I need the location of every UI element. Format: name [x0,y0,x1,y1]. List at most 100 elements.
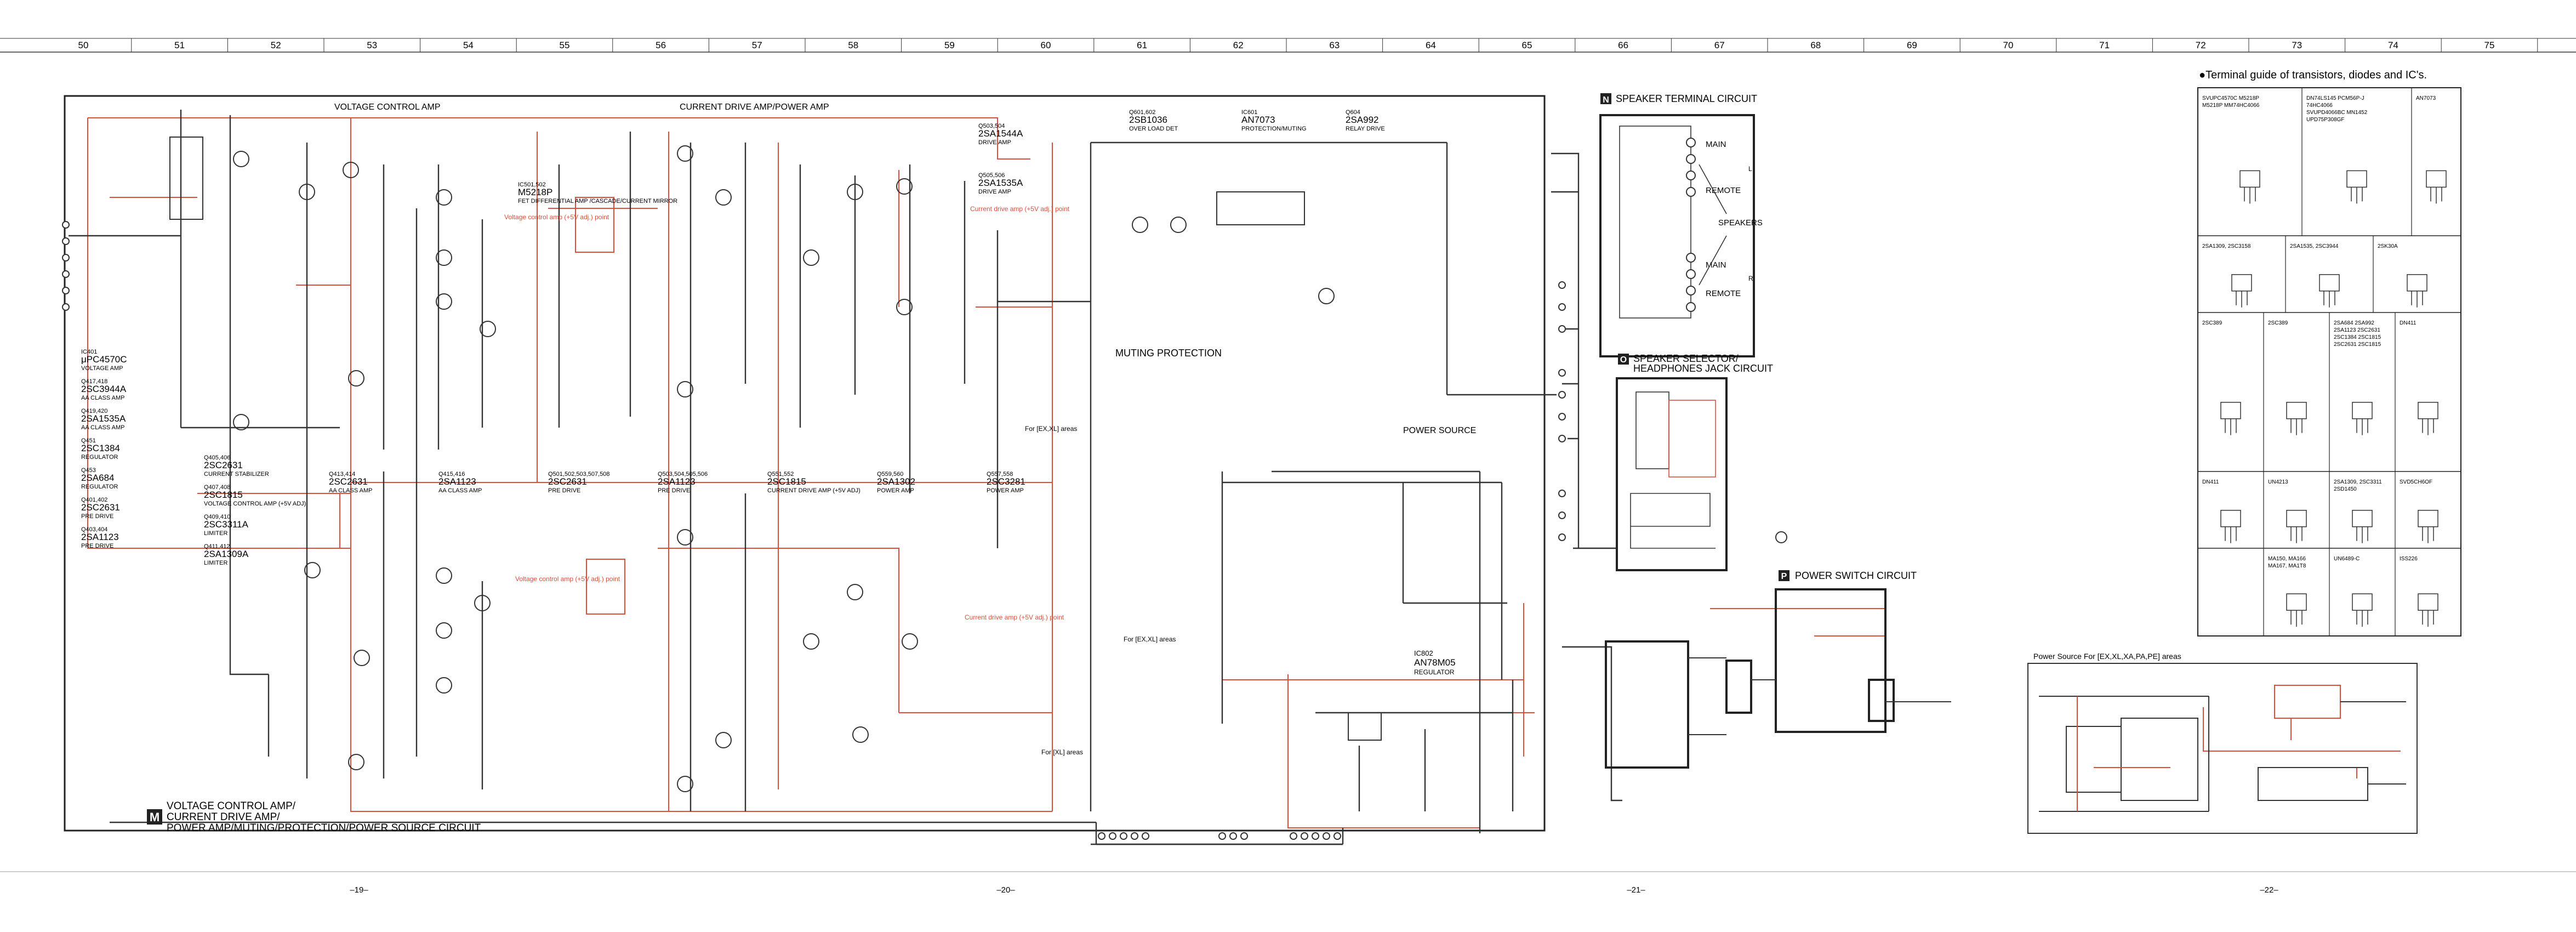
part-desc: DRIVE AMP [978,189,1011,195]
part-desc: REGULATOR [81,454,118,461]
terminal-guide-title: ●Terminal guide of transistors, diodes a… [2199,69,2427,81]
annotation-for-ex-xl-1: For [EX,XL] areas [1025,425,1077,433]
part-ref: Q415,416 [438,471,465,478]
terminal-guide-cell-text: UN4213 [2268,479,2288,485]
part-number: 2SA1535A [81,413,126,424]
page-number: –22– [2260,885,2278,895]
black-traces [69,110,1622,845]
regulator-part: AN78M05 [1414,657,1456,668]
part-number: 2SA1309A [204,549,249,559]
annotation-current-adj-1: Current drive amp (+5V adj.) point [970,205,1070,213]
part-desc: AA CLASS AMP [81,395,124,401]
page-numbers: –19––20––21––22– [0,871,2576,895]
terminal-guide-cell-text: M5218P MM74HC4066 [2202,103,2260,109]
power-switch-letter: P [1781,572,1787,581]
grid-number: 73 [2292,40,2302,50]
part-desc: CURRENT STABILIZER [204,471,269,478]
page-number: –20– [996,885,1015,895]
grid-number: 68 [1810,40,1821,50]
speaker-terminal-board [1599,114,1755,357]
part-number: 2SA1123 [81,532,119,542]
grid-number: 74 [2388,40,2398,50]
part-ref: Q559,560 [877,471,903,478]
part-desc: PRE DRIVE [658,487,690,494]
part-ref: Q411,412 [204,543,230,550]
part-number: AN7073 [1241,115,1275,125]
part-number: 2SC1384 [81,443,120,453]
block-voltage-control-amp: VOLTAGE CONTROL AMP [334,103,441,112]
part-ref: IC401 [81,349,97,355]
terminal-guide-cell-text: AN7073 [2416,95,2436,101]
page-number: –21– [1627,885,1645,895]
part-number: 2SA1302 [877,476,915,487]
terminal-guide-cell-text: ISS226 [2400,556,2418,562]
part-desc: POWER AMP [987,487,1024,494]
grid-number: 70 [2003,40,2014,50]
main-circuit-label: M VOLTAGE CONTROL AMP/ CURRENT DRIVE AMP… [147,800,481,834]
speaker-selector-section: O SPEAKER SELECTOR/ HEADPHONES JACK CIRC… [1616,353,1787,571]
part-number: 2SC3281 [987,476,1025,487]
power-switch-section: P POWER SWITCH CIRCUIT [1605,570,1951,769]
part-desc: VOLTAGE AMP [81,365,123,372]
grid-number: 52 [271,40,281,50]
speaker-terminal-title: SPEAKER TERMINAL CIRCUIT [1616,93,1757,104]
grid-number: 62 [1233,40,1244,50]
terminal-guide-cell-text: 74HC4066 [2306,103,2333,109]
grid-number: 58 [848,40,858,50]
grid-number: 60 [1041,40,1051,50]
part-ref: Q419,420 [81,408,107,414]
annotation-for-xl: For [XL] areas [1041,748,1083,756]
regulator-label: IC802 AN78M05 REGULATOR [1414,649,1456,676]
part-desc: CURRENT DRIVE AMP (+5V ADJ) [767,487,860,494]
part-desc: PRE DRIVE [548,487,580,494]
main-circuit-letter: M [150,810,159,824]
grid-number: 64 [1426,40,1436,50]
terminal-guide-cell-text: 2SA1309, 2SC3158 [2202,243,2251,249]
grid-number: 57 [752,40,762,50]
part-number: M5218P [518,187,552,197]
terminal-guide-cell-text: 2SC1384 2SC1815 [2334,334,2381,340]
part-ref: Q405,406 [204,454,230,461]
annotation-voltage-adj-1: Voltage control amp (+5V adj.) point [504,213,609,221]
part-desc: AA CLASS AMP [81,424,124,431]
part-ref: Q503,504 [978,123,1005,129]
power-switch-title: POWER SWITCH CIRCUIT [1795,570,1917,581]
grid-number: 50 [78,40,89,50]
part-ref: Q505,506 [978,172,1005,179]
part-ref: Q453 [81,467,96,474]
part-ref: Q409,410 [204,514,230,520]
terminal-guide-cell-text: 2SA1123 2SC2631 [2334,327,2380,333]
part-number: 2SA684 [81,473,115,483]
terminal-guide-cell-text: SVUPD4066BC MN1452 [2306,110,2368,116]
terminal-guide-cell-text: 2SC389 [2202,320,2222,326]
part-desc: AA CLASS AMP [438,487,482,494]
part-number: 2SC2631 [548,476,587,487]
block-current-drive-power-amp: CURRENT DRIVE AMP/POWER AMP [680,103,829,112]
annotation-for-ex-xl-2: For [EX,XL] areas [1124,635,1176,643]
speaker-label-remote-l: REMOTE [1706,186,1741,195]
speaker-side-l: L [1748,165,1752,173]
main-circuit-line-1: VOLTAGE CONTROL AMP/ [167,800,296,812]
terminal-guide-cell-text: 2SA1309, 2SC3311 [2334,479,2382,485]
part-desc: DRIVE AMP [978,139,1011,146]
part-number: 2SC2631 [81,502,120,513]
terminal-guide-cell-text: 2SD1450 [2334,486,2357,492]
part-desc: REGULATOR [81,484,118,490]
part-number: 2SB1036 [1129,115,1167,125]
part-desc: VOLTAGE CONTROL AMP (+5V ADJ) [204,501,306,507]
part-ref: Q413,414 [329,471,355,478]
regulator-desc: REGULATOR [1414,668,1455,676]
block-muting-protection: MUTING PROTECTION [1115,348,1222,359]
part-ref: IC601 [1241,109,1257,116]
grid-number: 53 [367,40,377,50]
grid-number: 63 [1329,40,1340,50]
ic-packages [169,137,1382,741]
speaker-selector-title-1: SPEAKER SELECTOR/ [1633,353,1739,364]
part-number: μPC4570C [81,354,127,365]
terminal-guide-cell-text: DN74LS145 PCM56P-J [2306,95,2364,101]
part-ref: Q604 [1346,109,1360,116]
grid-number: 51 [174,40,185,50]
